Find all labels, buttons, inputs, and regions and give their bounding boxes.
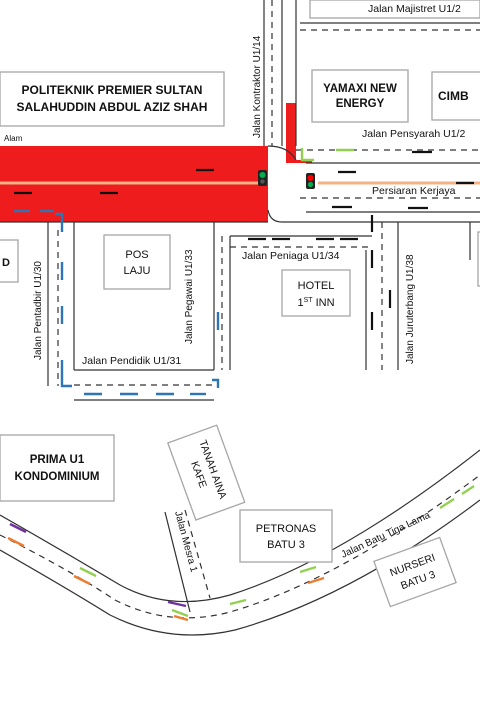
top-strip-box xyxy=(309,0,480,19)
road-label-pentadbir: Jalan Pentadbir U1/30 xyxy=(33,261,44,360)
road-label-pegawai: Jalan Pegawai U1/33 xyxy=(184,249,195,344)
congestion-kontraktor-corner xyxy=(286,103,312,163)
prima-box xyxy=(0,434,115,502)
right-cut-box xyxy=(477,231,480,287)
road-label-pensyarah: Jalan Pensyarah U1/2 xyxy=(362,128,465,140)
pos-laju-box xyxy=(103,234,171,290)
traffic-signal-west xyxy=(258,170,267,186)
pos-label-2: LAJU xyxy=(124,265,151,277)
green-flow-markers xyxy=(79,148,475,618)
pos-label-1: POS xyxy=(125,249,148,261)
tanah-aina-box xyxy=(166,424,246,521)
yamaxi-label-2: ENERGY xyxy=(336,98,385,110)
road-label-pendidik: Jalan Pendidik U1/31 xyxy=(82,355,181,367)
cimb-label: CIMB xyxy=(438,89,469,103)
prima-label-1: PRIMA U1 xyxy=(30,454,85,466)
yamaxi-label-1: YAMAXI NEW xyxy=(323,83,397,95)
politeknik-box xyxy=(0,71,225,127)
building-boxes xyxy=(0,0,480,563)
petronas-label-2: BATU 3 xyxy=(267,539,305,551)
hotel-label-1: HOTEL xyxy=(298,280,335,292)
left-cut-label: D xyxy=(2,257,10,269)
politeknik-label-1: POLITEKNIK PREMIER SULTAN xyxy=(22,83,203,97)
petronas-label-1: PETRONAS xyxy=(256,523,317,535)
yamaxi-box xyxy=(311,69,409,123)
hotel-label-2: 1ST INN xyxy=(297,297,334,309)
traffic-arrows xyxy=(14,150,474,330)
petronas-box xyxy=(239,509,333,563)
left-cut-box xyxy=(0,239,19,283)
purple-flow-markers xyxy=(9,522,187,608)
road-label-juruterbang: Jalan Juruterbang U1/38 xyxy=(405,254,416,364)
blue-flow-markers xyxy=(14,209,220,396)
traffic-signal-east xyxy=(306,173,315,189)
signal-light-green-west xyxy=(259,172,266,178)
signal-light-green-east xyxy=(307,181,314,188)
politeknik-label-2: SALAHUDDIN ABDUL AZIZ SHAH xyxy=(17,100,208,114)
road-label-kontraktor: Jalan Kontraktor U1/14 xyxy=(252,35,263,138)
road-label-peniaga: Jalan Peniaga U1/34 xyxy=(242,250,340,262)
road-label-alam: Alam xyxy=(4,134,23,143)
nurseri-box xyxy=(373,536,457,608)
road-label-persiaran-kerjaya: Persiaran Kerjaya xyxy=(372,185,456,197)
orange-flow-markers xyxy=(7,536,325,622)
prima-label-2: KONDOMINIUM xyxy=(15,471,100,483)
signal-light-red-east xyxy=(307,175,314,181)
road-label-majistret: Jalan Majistret U1/2 xyxy=(368,3,461,15)
hotel-box xyxy=(281,269,351,317)
cimb-box xyxy=(431,71,480,121)
